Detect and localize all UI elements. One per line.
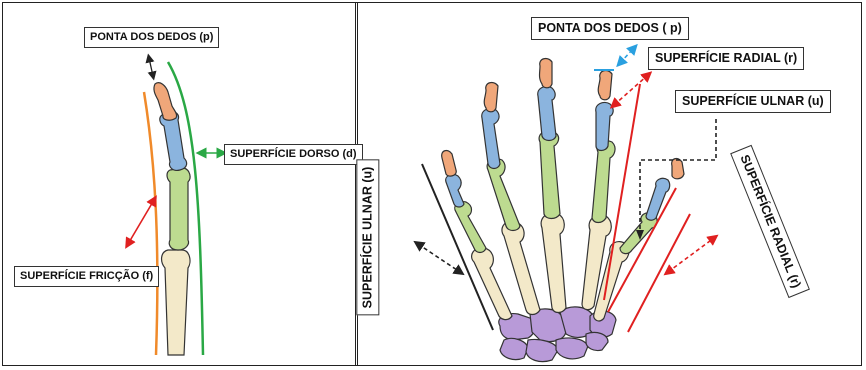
tip-arrow (149, 58, 153, 76)
finger-side-view (128, 58, 222, 355)
ulnar-arrow (418, 244, 460, 272)
radial-arrow (614, 75, 648, 105)
finger-metacarpal-bone (162, 250, 190, 355)
friction-surface-line (144, 92, 157, 355)
hand-dorsal-view (418, 48, 716, 362)
left-tip-label: PONTA DOS DEDOS (p) (84, 27, 219, 48)
right-radial-label: SUPERFÍCIE RADIAL (r) (648, 47, 804, 70)
left-friction-label: SUPERFÍCIE FRICÇÃO (f) (14, 266, 159, 287)
right-ulnar-label: SUPERFÍCIE ULNAR (u) (675, 90, 831, 113)
right-tip-label: PONTA DOS DEDOS ( p) (531, 17, 689, 40)
ulnar-vertical-label: SUPERFÍCIE ULNAR (u) (356, 160, 379, 316)
finger-proximal-phalanx (167, 168, 190, 250)
left-dorsal-label: SUPERFÍCIE DORSO (d) (224, 144, 363, 165)
tip-arrow-blue (620, 48, 634, 63)
metacarpal-bones (472, 213, 629, 321)
friction-arrow (128, 200, 154, 244)
distal-phalanges (442, 59, 684, 179)
finger-middle-phalanx (160, 112, 187, 171)
finger-distal-phalanx (154, 83, 177, 120)
